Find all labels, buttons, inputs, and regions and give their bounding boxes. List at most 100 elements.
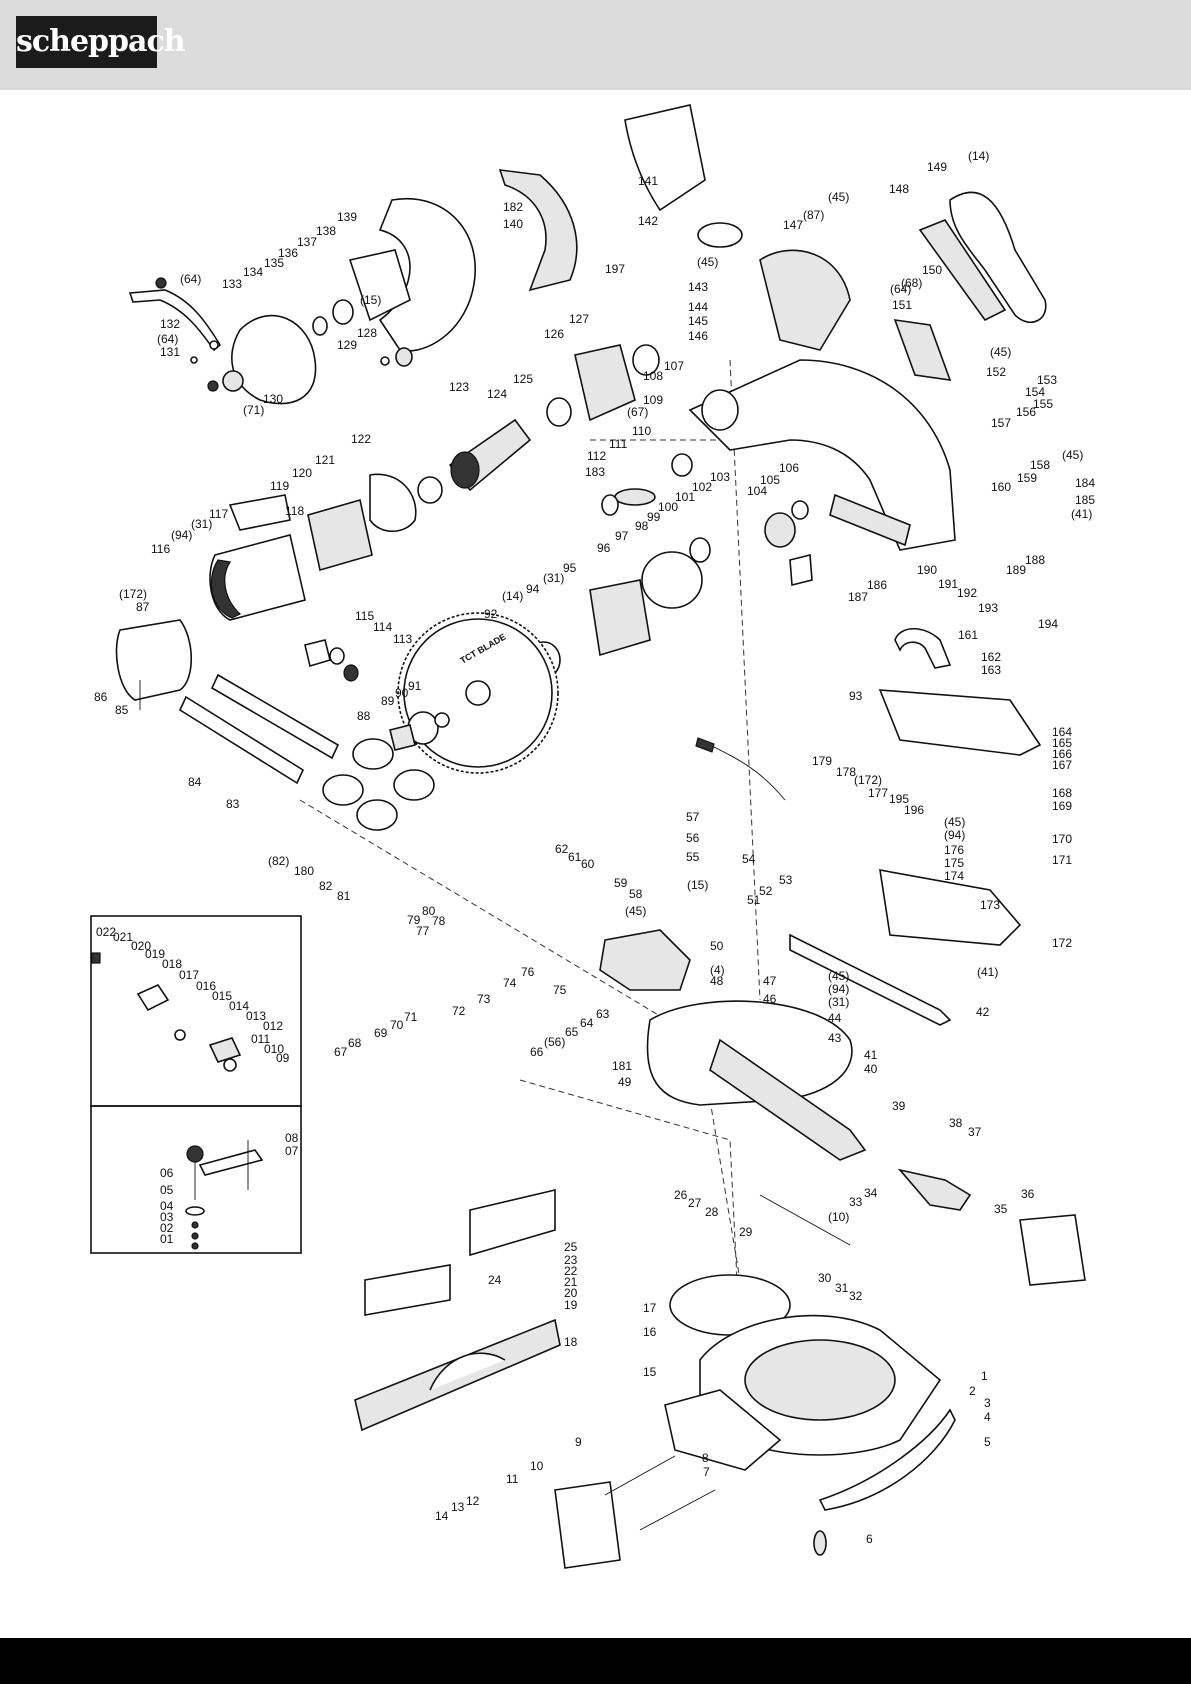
part-callout: 103 (710, 470, 730, 484)
part-callout: 79 (407, 913, 421, 927)
part-callout: 01 (160, 1232, 174, 1246)
part-callout: 160 (991, 480, 1011, 494)
bevel-plate-93 (878, 689, 1042, 756)
part-callout: 017 (179, 968, 199, 982)
fence-24 (469, 1188, 556, 1257)
part-callout: 40 (864, 1062, 878, 1076)
part-callout: 175 (944, 856, 964, 870)
part-callout: 189 (1006, 563, 1026, 577)
part-callout: 162 (981, 650, 1001, 664)
part-callout: 28 (705, 1205, 719, 1219)
part-callout: 158 (1030, 458, 1050, 472)
part-callout: (94) (944, 828, 965, 842)
handle-149 (949, 191, 1047, 324)
part-callout: 35 (994, 1202, 1008, 1216)
part-callout: 011 (251, 1032, 270, 1046)
bevel-scale-5 (818, 1408, 956, 1511)
part-callout: 42 (976, 1005, 990, 1019)
part-callout: 77 (416, 924, 430, 938)
part-callout: 29 (739, 1225, 753, 1239)
part-callout: 178 (836, 765, 856, 779)
part-callout: 187 (848, 590, 868, 604)
part-callout: 54 (742, 852, 756, 866)
part-callout: 106 (779, 461, 799, 475)
part-callout: 016 (196, 979, 216, 993)
part-callout: (64) (180, 272, 201, 286)
part-callout: 155 (1033, 397, 1053, 411)
part-callout: 18 (564, 1335, 578, 1349)
part-callout: 72 (452, 1004, 466, 1018)
motor-end-cap (210, 559, 242, 619)
part-callout: 107 (664, 359, 684, 373)
part-callout: 44 (828, 1011, 842, 1025)
part-callout: 2 (969, 1384, 976, 1398)
part-callout: 02 (160, 1221, 174, 1235)
part-callout: 197 (605, 262, 625, 276)
part-callout: 56 (686, 831, 700, 845)
guard-cover-197 (498, 169, 578, 292)
nut-128 (395, 347, 413, 367)
part-callout: 07 (285, 1144, 299, 1158)
part-callout: 75 (553, 983, 567, 997)
part-callout: (10) (828, 1210, 849, 1224)
part-callout: 46 (763, 992, 777, 1006)
part-callout: 8 (702, 1451, 709, 1465)
part-callout: 41 (864, 1048, 878, 1062)
part-callout: 142 (638, 214, 658, 228)
part-callout: 21 (564, 1275, 578, 1289)
pivot-housing-50 (599, 929, 691, 991)
part-callout: (4) (710, 963, 725, 977)
dust-port-142 (697, 222, 743, 248)
part-callout: 14 (435, 1509, 449, 1523)
part-callout: 99 (647, 510, 661, 524)
part-callout: 38 (949, 1116, 963, 1130)
guard-plate-138 (348, 249, 411, 322)
part-callout: 165 (1052, 736, 1072, 750)
part-callout: 113 (393, 632, 412, 646)
part-callout: (172) (119, 587, 147, 601)
part-callout: 188 (1025, 553, 1045, 567)
part-callout: 33 (849, 1195, 863, 1209)
part-callout: 82 (319, 879, 333, 893)
bushing-83d (393, 769, 435, 801)
part-callout: 196 (904, 803, 924, 817)
callout-labels: (14)149148(45)(87)147150(64)(68)151(45)1… (94, 149, 1095, 1546)
part-callout: (64) (157, 332, 178, 346)
exploded-parts-diagram: TCT BLADE (0, 90, 1191, 1638)
washer-129 (380, 356, 390, 366)
part-callout: 90 (395, 686, 409, 700)
clamp-186 (789, 553, 813, 587)
part-callout: 166 (1052, 747, 1072, 761)
part-callout: 148 (889, 182, 909, 196)
part-callout: (45) (828, 969, 849, 983)
part-callout: 154 (1025, 385, 1045, 399)
part-callout: 020 (131, 939, 151, 953)
part-callout: 60 (581, 857, 595, 871)
part-callout: 37 (968, 1125, 982, 1139)
part-callout: 153 (1037, 373, 1057, 387)
nut-64 (155, 277, 167, 289)
inset-box-lower (90, 1105, 302, 1254)
part-callout: 128 (357, 326, 377, 340)
part-callout: 31 (835, 1281, 849, 1295)
part-callout: 49 (618, 1075, 632, 1089)
part-callout: (87) (803, 208, 824, 222)
part-callout: 102 (692, 480, 712, 494)
part-callout: 59 (614, 876, 628, 890)
part-callout: 13 (451, 1500, 465, 1514)
part-callout: 89 (381, 694, 395, 708)
part-callout: 30 (818, 1271, 832, 1285)
part-callout: 152 (986, 365, 1006, 379)
part-callout: (45) (1062, 448, 1083, 462)
bearing-97 (641, 551, 703, 609)
support-35 (1019, 1214, 1086, 1286)
part-callout: 09 (276, 1051, 290, 1065)
exploded-view-svg: TCT BLADE (90, 104, 1095, 1569)
fence-24b (364, 1264, 451, 1316)
part-callout: 140 (503, 217, 523, 231)
part-callout: 174 (944, 869, 964, 883)
part-callout: 63 (596, 1007, 610, 1021)
gear-98 (689, 537, 711, 563)
part-callout: 86 (94, 690, 108, 704)
footer-bar (0, 1638, 1191, 1684)
